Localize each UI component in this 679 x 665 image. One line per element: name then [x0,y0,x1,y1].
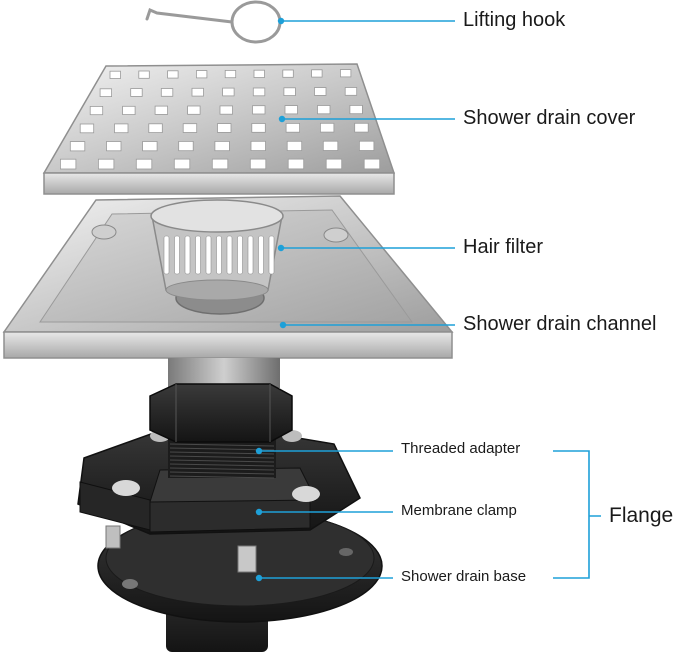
cover-slot [317,105,331,115]
cover-slot [89,106,104,116]
filter-slot [163,235,170,275]
cover-slot [182,123,198,133]
cover-slot [69,141,86,152]
cover-slot [114,123,129,134]
cover-slot [282,69,294,78]
thread-line [169,455,275,459]
cover-slot [142,141,158,152]
lifting-hook-part [145,0,282,44]
label-flange: Flange [609,504,674,527]
cover-slot [286,140,303,152]
leader-lines [255,17,601,582]
cover-slot [354,122,369,133]
cover-slot [106,141,122,152]
cover-slot [109,70,121,79]
cover-slot [249,158,267,170]
cover-slot [322,140,339,151]
filter-slot [237,235,243,275]
cover-slot [60,158,77,170]
cover-slot [253,69,265,78]
thread-line [169,443,275,447]
filter-slot [174,235,180,275]
label-membrane-clamp: Membrane clamp [401,502,517,519]
cover-slot [148,123,163,134]
leader-threaded-adapter [255,447,393,455]
adapter-threads [169,443,275,479]
label-drain-base: Shower drain base [401,568,527,585]
cover-slot [349,105,363,115]
filter-slot [216,235,222,275]
cover-slot [191,87,204,97]
cover-slot [325,158,343,170]
cover-slot [195,70,208,79]
label-threaded-adapter: Threaded adapter [401,440,521,457]
label-lifting-hook: Lifting hook [463,9,566,31]
cover-slot [99,88,112,98]
cover-slot [217,123,232,133]
label-drain-channel: Shower drain channel [463,313,657,335]
leader-lifting-hook [277,17,455,25]
flange-assembly-part [77,383,383,652]
filter-slot [226,235,233,275]
cover-slot [135,158,153,170]
cover-slot [252,105,266,115]
cover-slot [178,140,194,152]
thread-line [169,463,275,467]
leader-drain-cover [278,115,455,123]
cover-slot [79,123,95,134]
label-hair-filter: Hair filter [463,236,544,258]
filter-slot [205,235,212,275]
cover-slot [122,105,136,116]
thread-line [169,459,275,463]
cover-slot [167,70,179,79]
cover-slot [130,88,143,97]
cover-slot [250,140,266,152]
cover-slot [160,88,174,97]
thread-line [169,467,275,471]
leader-membrane-clamp [255,508,393,516]
filter-slot [247,235,254,275]
cover-slot [283,87,296,97]
cover-slot [311,69,323,78]
thread-line [169,471,275,475]
cover-slot [285,123,301,133]
filter-slot [184,235,191,275]
cover-slot [187,105,201,115]
leader-drain-base [255,574,393,582]
cover-slot [222,87,235,97]
cover-slot [319,122,335,133]
cover-slot [252,87,266,97]
cover-slot [344,87,358,96]
cover-slot [224,70,237,79]
cover-slot [214,140,230,152]
drain-cover-part [42,63,396,195]
cover-slot [211,158,229,170]
cover-slot [251,123,266,133]
hair-filter-part [150,199,284,301]
cover-slot [173,158,191,170]
cover-slot [284,105,298,115]
cover-slot [219,105,233,115]
label-drain-cover: Shower drain cover [463,107,636,129]
filter-slot [258,235,264,275]
thread-line [169,475,275,479]
cover-slot [98,158,115,170]
cover-slot [287,158,305,170]
thread-line [169,451,275,455]
flange-bracket [553,450,601,579]
leader-drain-channel [279,321,455,329]
cover-slot [314,87,327,96]
filter-slot [195,235,201,275]
cover-slot [339,69,352,78]
cover-slot [358,140,375,151]
cover-slot [363,158,381,170]
cover-slot [138,70,150,79]
filter-slots [163,235,275,275]
cover-slot [154,105,169,115]
filter-slot [268,235,275,275]
leader-hair-filter [277,244,455,252]
cover-slots [60,69,381,170]
